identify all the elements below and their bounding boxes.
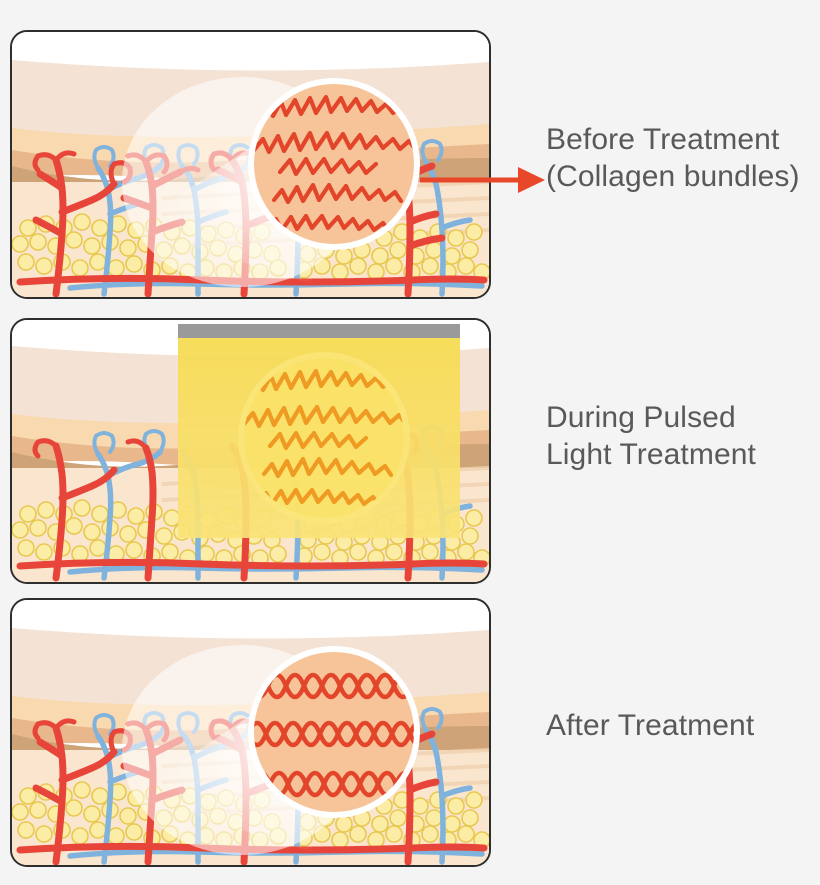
skin-cross-section-after xyxy=(12,600,489,865)
label-during-treatment: During Pulsed Light Treatment xyxy=(546,401,756,471)
label-before-treatment: Before Treatment (Collagen bundles) xyxy=(546,123,800,193)
panel-after-treatment xyxy=(10,598,491,867)
panel-during-treatment xyxy=(10,318,491,584)
skin-cross-section-during xyxy=(12,320,489,582)
applicator-head xyxy=(178,324,460,338)
panel-before-treatment xyxy=(10,30,491,299)
label-after-treatment: After Treatment xyxy=(546,709,755,742)
skin-cross-section-before xyxy=(12,32,489,297)
